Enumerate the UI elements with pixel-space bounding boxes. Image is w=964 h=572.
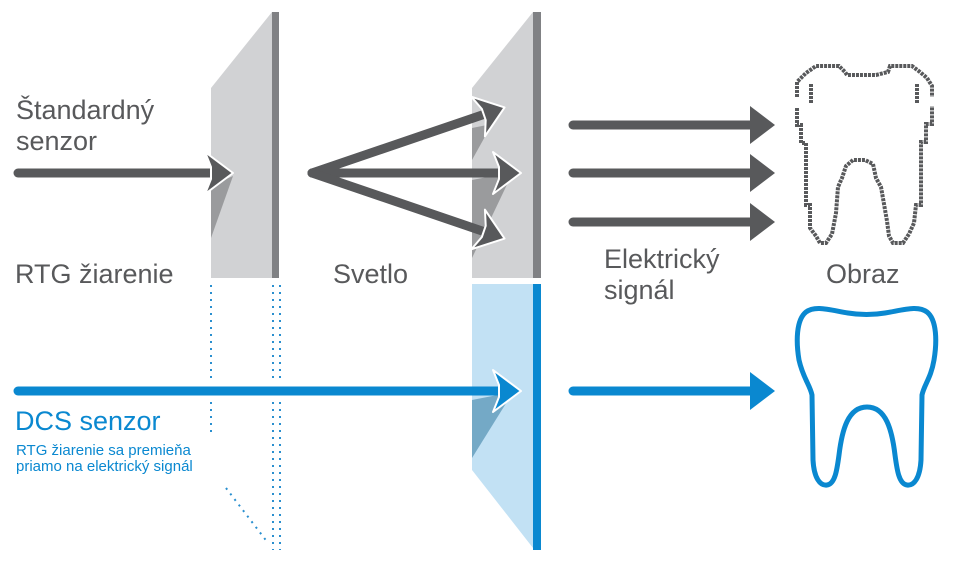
dcs-panel-edge	[533, 284, 541, 550]
signal-arrows	[568, 106, 775, 241]
scintillator-panel	[211, 12, 279, 278]
standard-sensor-title-line1: Štandardný	[16, 95, 155, 125]
light-arrow-down	[307, 168, 493, 238]
dcs-signal-arrow	[568, 372, 775, 410]
signal-arrow-head	[750, 154, 775, 192]
image-label: Obraz	[826, 259, 900, 289]
dcs-description-line2: priamo na elektrický signál	[16, 458, 193, 475]
electric-signal-label-line2: signál	[604, 275, 675, 305]
dcs-xray-arrow	[13, 369, 522, 413]
scintillator-panel-edge	[272, 12, 279, 278]
pixelated-tooth-icon	[795, 64, 934, 245]
scintillator-panel-shadow	[211, 176, 233, 238]
image-sensor-panel-edge	[533, 12, 541, 278]
dotted-guide-diagonal	[225, 487, 269, 544]
standard-sensor-title-line2: senzor	[16, 126, 98, 156]
light-arrow-up	[307, 108, 493, 178]
electric-signal-label-line1: Elektrický	[604, 244, 720, 274]
signal-arrow-head	[750, 203, 775, 241]
light-label: Svetlo	[333, 259, 409, 289]
dcs-panel-shadow	[472, 392, 513, 458]
dcs-sensor-panel	[472, 284, 541, 550]
scintillator-panel-face	[211, 12, 272, 278]
dcs-description-line1: RTG žiarenie sa premieňa	[16, 442, 191, 459]
xray-label: RTG žiarenie	[15, 259, 174, 289]
tooth-outline-icon	[794, 305, 939, 488]
dcs-panel-face	[472, 284, 533, 548]
dcs-sensor-title: DCS senzor	[15, 406, 161, 436]
light-arrows	[307, 86, 522, 260]
xray-arrow	[13, 151, 234, 195]
dotted-guides	[210, 285, 281, 550]
signal-arrow-head	[750, 106, 775, 144]
